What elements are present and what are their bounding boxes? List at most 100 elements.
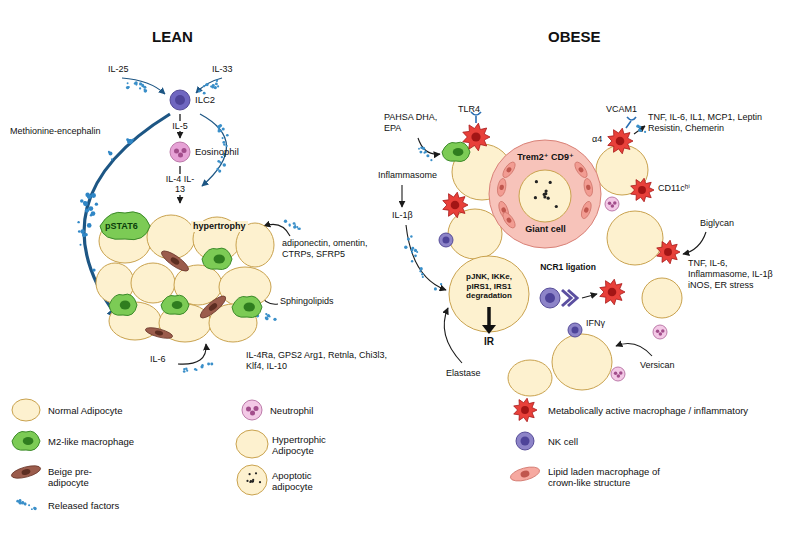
- released-factor-dot: [109, 152, 113, 156]
- adipocyte: [236, 430, 268, 458]
- nucleus-lobe: [174, 149, 179, 154]
- apoptotic-body: [259, 481, 261, 483]
- released-factor-dot: [407, 238, 410, 241]
- released-factor-dot: [77, 221, 79, 223]
- apoptotic-body: [246, 480, 248, 482]
- nk-cell: [568, 323, 582, 337]
- annotation-label: α4: [592, 134, 602, 145]
- cell-label: NCR1 ligation: [532, 262, 604, 272]
- released-factor-dot: [638, 126, 641, 129]
- annotation-label: IL-1β: [392, 210, 413, 221]
- released-factor-dot: [430, 159, 432, 161]
- annotation-label: Biglycan: [700, 218, 734, 229]
- released-factor-dot: [78, 230, 81, 233]
- nucleus-lobe: [659, 332, 663, 336]
- beige-preadipocyte: [159, 248, 191, 275]
- released-factor-dot: [284, 220, 287, 223]
- macrophage-nucleus: [451, 201, 460, 210]
- nucleus-lobe: [246, 407, 251, 412]
- inflammatory-macrophage: [608, 128, 633, 154]
- released-factor-dot: [294, 224, 296, 226]
- released-factor-dot: [220, 130, 222, 132]
- apoptotic-body: [249, 473, 251, 475]
- panel-heading: OBESE: [548, 28, 601, 46]
- annotation-label: TLR4: [458, 104, 480, 115]
- released-factor-dot: [426, 154, 429, 157]
- hypertrophic-adipocyte: [449, 256, 529, 332]
- released-factor-dot: [223, 143, 225, 145]
- cell-outline: [168, 140, 192, 164]
- released-factor-dot: [200, 365, 203, 368]
- apoptotic-body: [255, 472, 257, 474]
- released-factor-dot: [128, 86, 130, 88]
- inflammatory-macrophage: [631, 178, 654, 202]
- m2-macrophage: [109, 294, 137, 315]
- released-factor-dot: [144, 90, 147, 93]
- released-factor-dot: [87, 194, 92, 199]
- released-factor-dot: [222, 137, 224, 139]
- legend-text: Hypertrophic Adipocyte: [272, 434, 352, 457]
- released-factor-dot: [423, 152, 425, 154]
- inflammatory-macrophage: [463, 123, 490, 151]
- lipid-laden-macrophage: [583, 178, 594, 197]
- annotation-label: IL-4Ra, GPS2 Arg1, Retnla, Chi3l3, Klf4,…: [246, 350, 388, 372]
- released-factor-dot: [217, 125, 221, 129]
- annotation-label: IL-25: [108, 64, 129, 75]
- cell-nucleus: [21, 468, 31, 476]
- released-factor-dot: [210, 363, 213, 366]
- m2-macrophage: [161, 295, 189, 314]
- released-factor-dot: [419, 270, 421, 272]
- released-factor-dot: [126, 86, 129, 89]
- annotation-label: Elastase: [446, 368, 481, 379]
- cell-nucleus: [578, 166, 585, 173]
- adipocyte: [607, 211, 663, 265]
- neutrophil: [242, 400, 262, 420]
- annotation-label: PAHSA DHA, EPA: [384, 112, 442, 134]
- released-factor-dot: [34, 507, 37, 510]
- apoptotic-adipocyte: [237, 465, 267, 495]
- biglycan-arrow: [683, 232, 706, 254]
- released-factor-dot: [218, 170, 221, 173]
- annotation-label: IL-33: [212, 64, 233, 75]
- released-factor-dot: [145, 89, 148, 92]
- released-factor-dot: [127, 82, 129, 84]
- released-factor-dot: [293, 223, 295, 225]
- il25-arrow: [122, 78, 165, 94]
- released-factor-dot: [638, 129, 641, 132]
- apoptotic-body: [555, 205, 558, 208]
- released-factor-dot: [418, 148, 420, 150]
- released-factor-dot: [411, 249, 414, 252]
- released-factor-dot: [422, 147, 425, 150]
- released-factor-dot: [222, 127, 225, 130]
- released-factor-dot: [207, 363, 210, 366]
- macrophage-nucleus: [244, 303, 255, 312]
- cell-label: hypertrophy: [191, 221, 248, 232]
- released-factor-dot: [273, 318, 276, 321]
- cell-nucleus: [208, 302, 219, 312]
- released-factor-dot: [440, 283, 442, 285]
- m2-macrophage: [232, 296, 262, 317]
- released-factor-dot: [296, 226, 298, 228]
- annotation-label: VCAM1: [606, 104, 637, 115]
- nucleus-lobe: [182, 148, 187, 153]
- cell-label: IR: [448, 336, 530, 348]
- released-factor-dot: [216, 80, 218, 82]
- released-factor-dot: [92, 268, 95, 271]
- annotation-label: TNF, IL-6, IL1, MCP1, Leptin Resistin, C…: [648, 112, 784, 134]
- released-factor-dot: [265, 317, 268, 320]
- inflammasome-arrow: [401, 185, 402, 207]
- vcam1-receptor: [626, 117, 636, 128]
- apoptotic-adipocyte: [519, 170, 571, 222]
- adipocyte: [552, 334, 612, 390]
- cell-nucleus: [572, 327, 579, 334]
- apoptotic-body: [545, 189, 548, 192]
- inflammatory-macrophage: [443, 192, 468, 218]
- cell-label: Eosinophil: [168, 140, 239, 164]
- cell-nucleus: [583, 207, 589, 214]
- nucleus-lobe: [613, 201, 617, 205]
- released-factor-dot: [87, 223, 92, 228]
- released-factor-dot: [16, 500, 19, 503]
- legend-text: M2-like macrophage: [48, 436, 134, 447]
- nucleus-lobe: [254, 406, 259, 411]
- legend-text: Lipid laden macrophage of crown-like str…: [548, 466, 678, 489]
